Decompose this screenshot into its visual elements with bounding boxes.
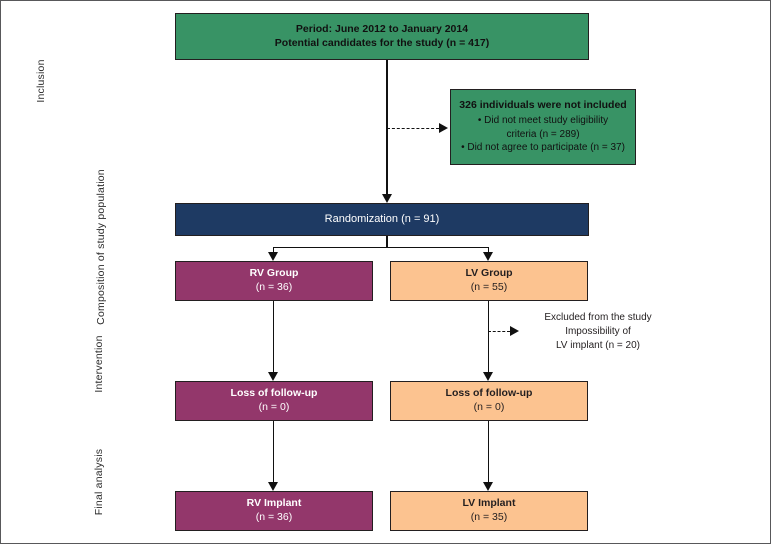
node-rv-loss-followup: Loss of follow-up (n = 0) [175, 381, 373, 421]
node-rv-group-line1: RV Group [249, 267, 299, 280]
node-excluded-item-3: • Did not agree to participate (n = 37) [461, 142, 625, 154]
node-period-line2: Potential candidates for the study (n = … [274, 36, 490, 49]
note-lv-excluded: Excluded from the study Impossibility of… [523, 311, 673, 352]
node-excluded-item-1: • Did not meet study eligibility [477, 114, 609, 126]
arrowhead-lv-implant [483, 482, 493, 491]
node-lv-group: LV Group (n = 55) [390, 261, 588, 301]
node-lv-loss-followup: Loss of follow-up (n = 0) [390, 381, 588, 421]
node-rv-loss-line1: Loss of follow-up [230, 387, 318, 400]
note-lv-excluded-line3: LV implant (n = 20) [555, 339, 641, 351]
connector-randomization-split [273, 246, 489, 249]
node-rv-implant-line2: (n = 36) [255, 511, 293, 523]
node-lv-implant-line2: (n = 35) [470, 511, 508, 523]
note-lv-excluded-line1: Excluded from the study [544, 312, 652, 323]
connector-excluded-dashed [387, 128, 439, 129]
arrowhead-randomization [381, 194, 392, 203]
connector-rv-group-to-loss [272, 301, 275, 374]
node-lv-implant-line1: LV Implant [462, 497, 516, 510]
node-rv-loss-line2: (n = 0) [258, 401, 290, 413]
arrowhead-lv-excluded [510, 326, 519, 336]
node-rv-implant-line1: RV Implant [246, 497, 302, 510]
node-lv-loss-line2: (n = 0) [473, 401, 505, 413]
connector-randomization-stem [386, 236, 388, 248]
connector-to-lv-group [487, 247, 490, 255]
connector-lv-group-to-loss [487, 301, 490, 374]
node-lv-group-line2: (n = 55) [470, 281, 508, 293]
stage-label-final-analysis: Final analysis [93, 448, 105, 516]
arrowhead-lv-group [483, 252, 493, 261]
connector-period-to-randomization [386, 60, 388, 197]
node-lv-implant: LV Implant (n = 35) [390, 491, 588, 531]
node-randomization-line1: Randomization (n = 91) [324, 213, 440, 226]
node-period-candidates: Period: June 2012 to January 2014 Potent… [175, 13, 589, 60]
connector-to-rv-group [272, 247, 275, 255]
arrowhead-rv-group [268, 252, 278, 261]
note-lv-excluded-line2: Impossibility of [565, 325, 631, 337]
node-lv-group-line1: LV Group [465, 267, 513, 280]
stage-label-inclusion: Inclusion [35, 59, 47, 103]
node-rv-group: RV Group (n = 36) [175, 261, 373, 301]
node-excluded: 326 individuals were not included • Did … [450, 89, 636, 165]
node-excluded-item-2: criteria (n = 289) [506, 128, 580, 140]
node-lv-loss-line1: Loss of follow-up [445, 387, 533, 400]
arrowhead-rv-implant [268, 482, 278, 491]
node-period-line1: Period: June 2012 to January 2014 [295, 22, 469, 35]
node-excluded-title: 326 individuals were not included [459, 98, 627, 111]
connector-rv-loss-to-implant [272, 421, 275, 484]
node-rv-group-line2: (n = 36) [255, 281, 293, 293]
connector-lv-loss-to-implant [487, 421, 490, 484]
arrowhead-excluded [439, 123, 448, 133]
node-randomization: Randomization (n = 91) [175, 203, 589, 236]
node-rv-implant: RV Implant (n = 36) [175, 491, 373, 531]
stage-label-intervention: Intervention [93, 335, 105, 393]
arrowhead-rv-loss [268, 372, 278, 381]
arrowhead-lv-loss [483, 372, 493, 381]
connector-lv-excluded-dashed [488, 331, 510, 332]
